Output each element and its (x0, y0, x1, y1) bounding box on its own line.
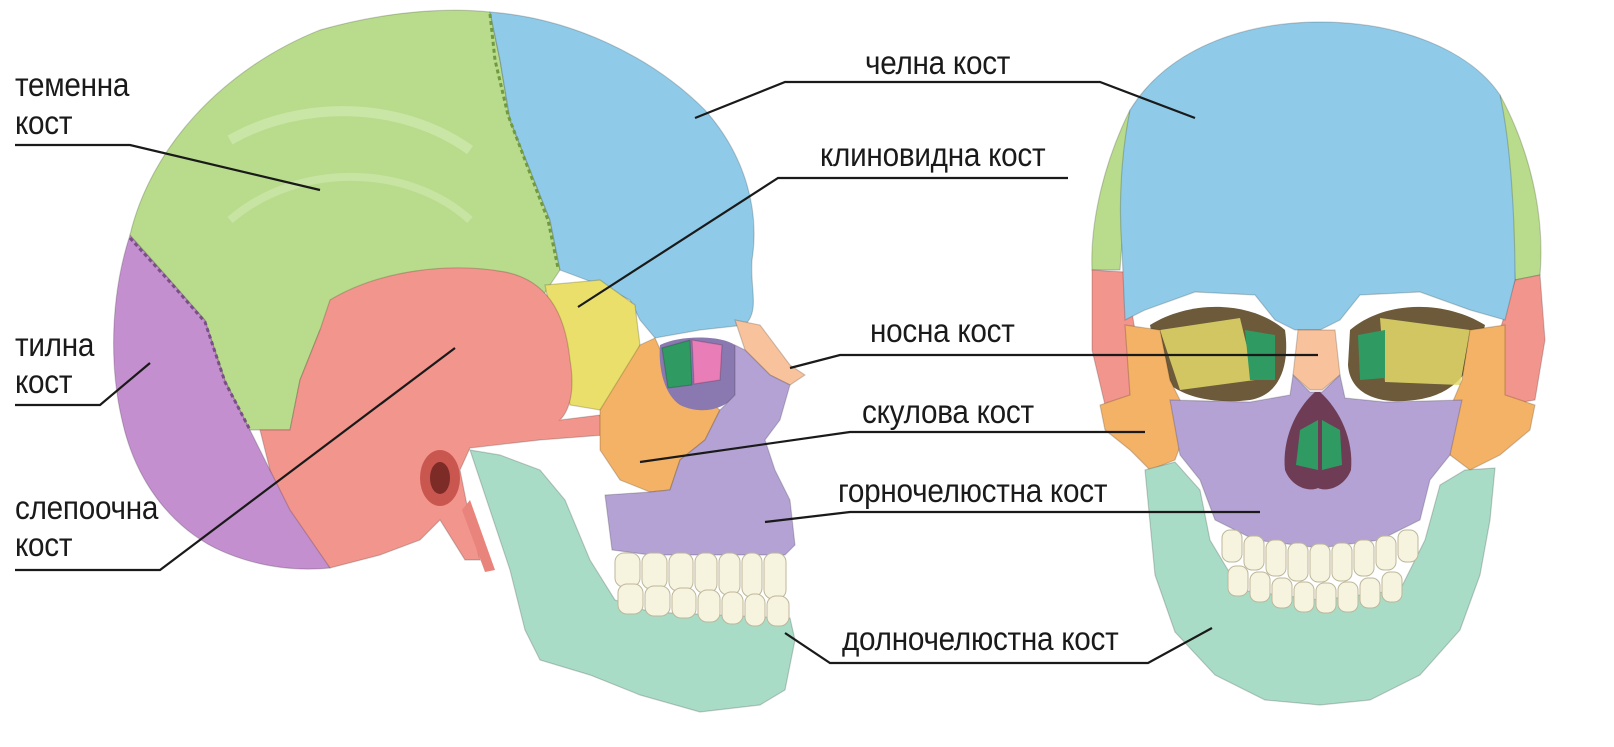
label-zygomatic: скулова кост (862, 393, 1034, 430)
label-parietal-line1: теменна (15, 66, 130, 103)
label-mandible: долночелюстна кост (842, 620, 1119, 657)
leader-sphenoid (577, 176, 1068, 308)
label-occipital-line2: кост (15, 363, 73, 400)
lateral-occipital-bone (113, 233, 331, 570)
label-temporal-line1: слепоочна (15, 489, 159, 526)
lateral-lower-teeth (617, 583, 790, 627)
leader-frontal (694, 80, 1196, 120)
label-maxilla: горночелюстна кост (838, 472, 1108, 509)
label-nasal: носна кост (870, 312, 1015, 349)
label-occipital-line1: тилна (15, 326, 95, 363)
frontal-parietal-right (1499, 94, 1542, 281)
label-frontal: челна кост (865, 44, 1011, 81)
label-sphenoid: клиновидна кост (820, 136, 1046, 173)
leader-mandible (784, 627, 1213, 665)
lateral-temporal-bone (259, 267, 606, 569)
frontal-frontal-bone (1119, 21, 1516, 331)
leader-temporal (15, 347, 456, 572)
leader-nasal (789, 353, 1318, 370)
leader-occipital (15, 362, 151, 407)
frontal-upper-teeth (1221, 529, 1419, 583)
frontal-lower-teeth (1227, 565, 1403, 614)
lateral-lacrimal-bone (691, 339, 723, 385)
lateral-ethmoid-bone (661, 339, 693, 389)
leader-zygomatic (639, 430, 1145, 464)
leader-parietal (15, 143, 321, 192)
lateral-skull (113, 9, 807, 713)
leader-maxilla (764, 510, 1260, 524)
lateral-maxilla-bone (604, 344, 796, 556)
lateral-frontal-bone (489, 11, 755, 339)
leader-lines (15, 80, 1318, 665)
frontal-skull (1091, 21, 1546, 706)
label-parietal-line2: кост (15, 104, 73, 141)
lateral-mandible-bone (469, 449, 796, 713)
label-temporal-line2: кост (15, 526, 73, 563)
lateral-nasal-bone (734, 319, 807, 386)
frontal-mandible-bone (1144, 461, 1496, 706)
lateral-upper-teeth (614, 552, 787, 600)
